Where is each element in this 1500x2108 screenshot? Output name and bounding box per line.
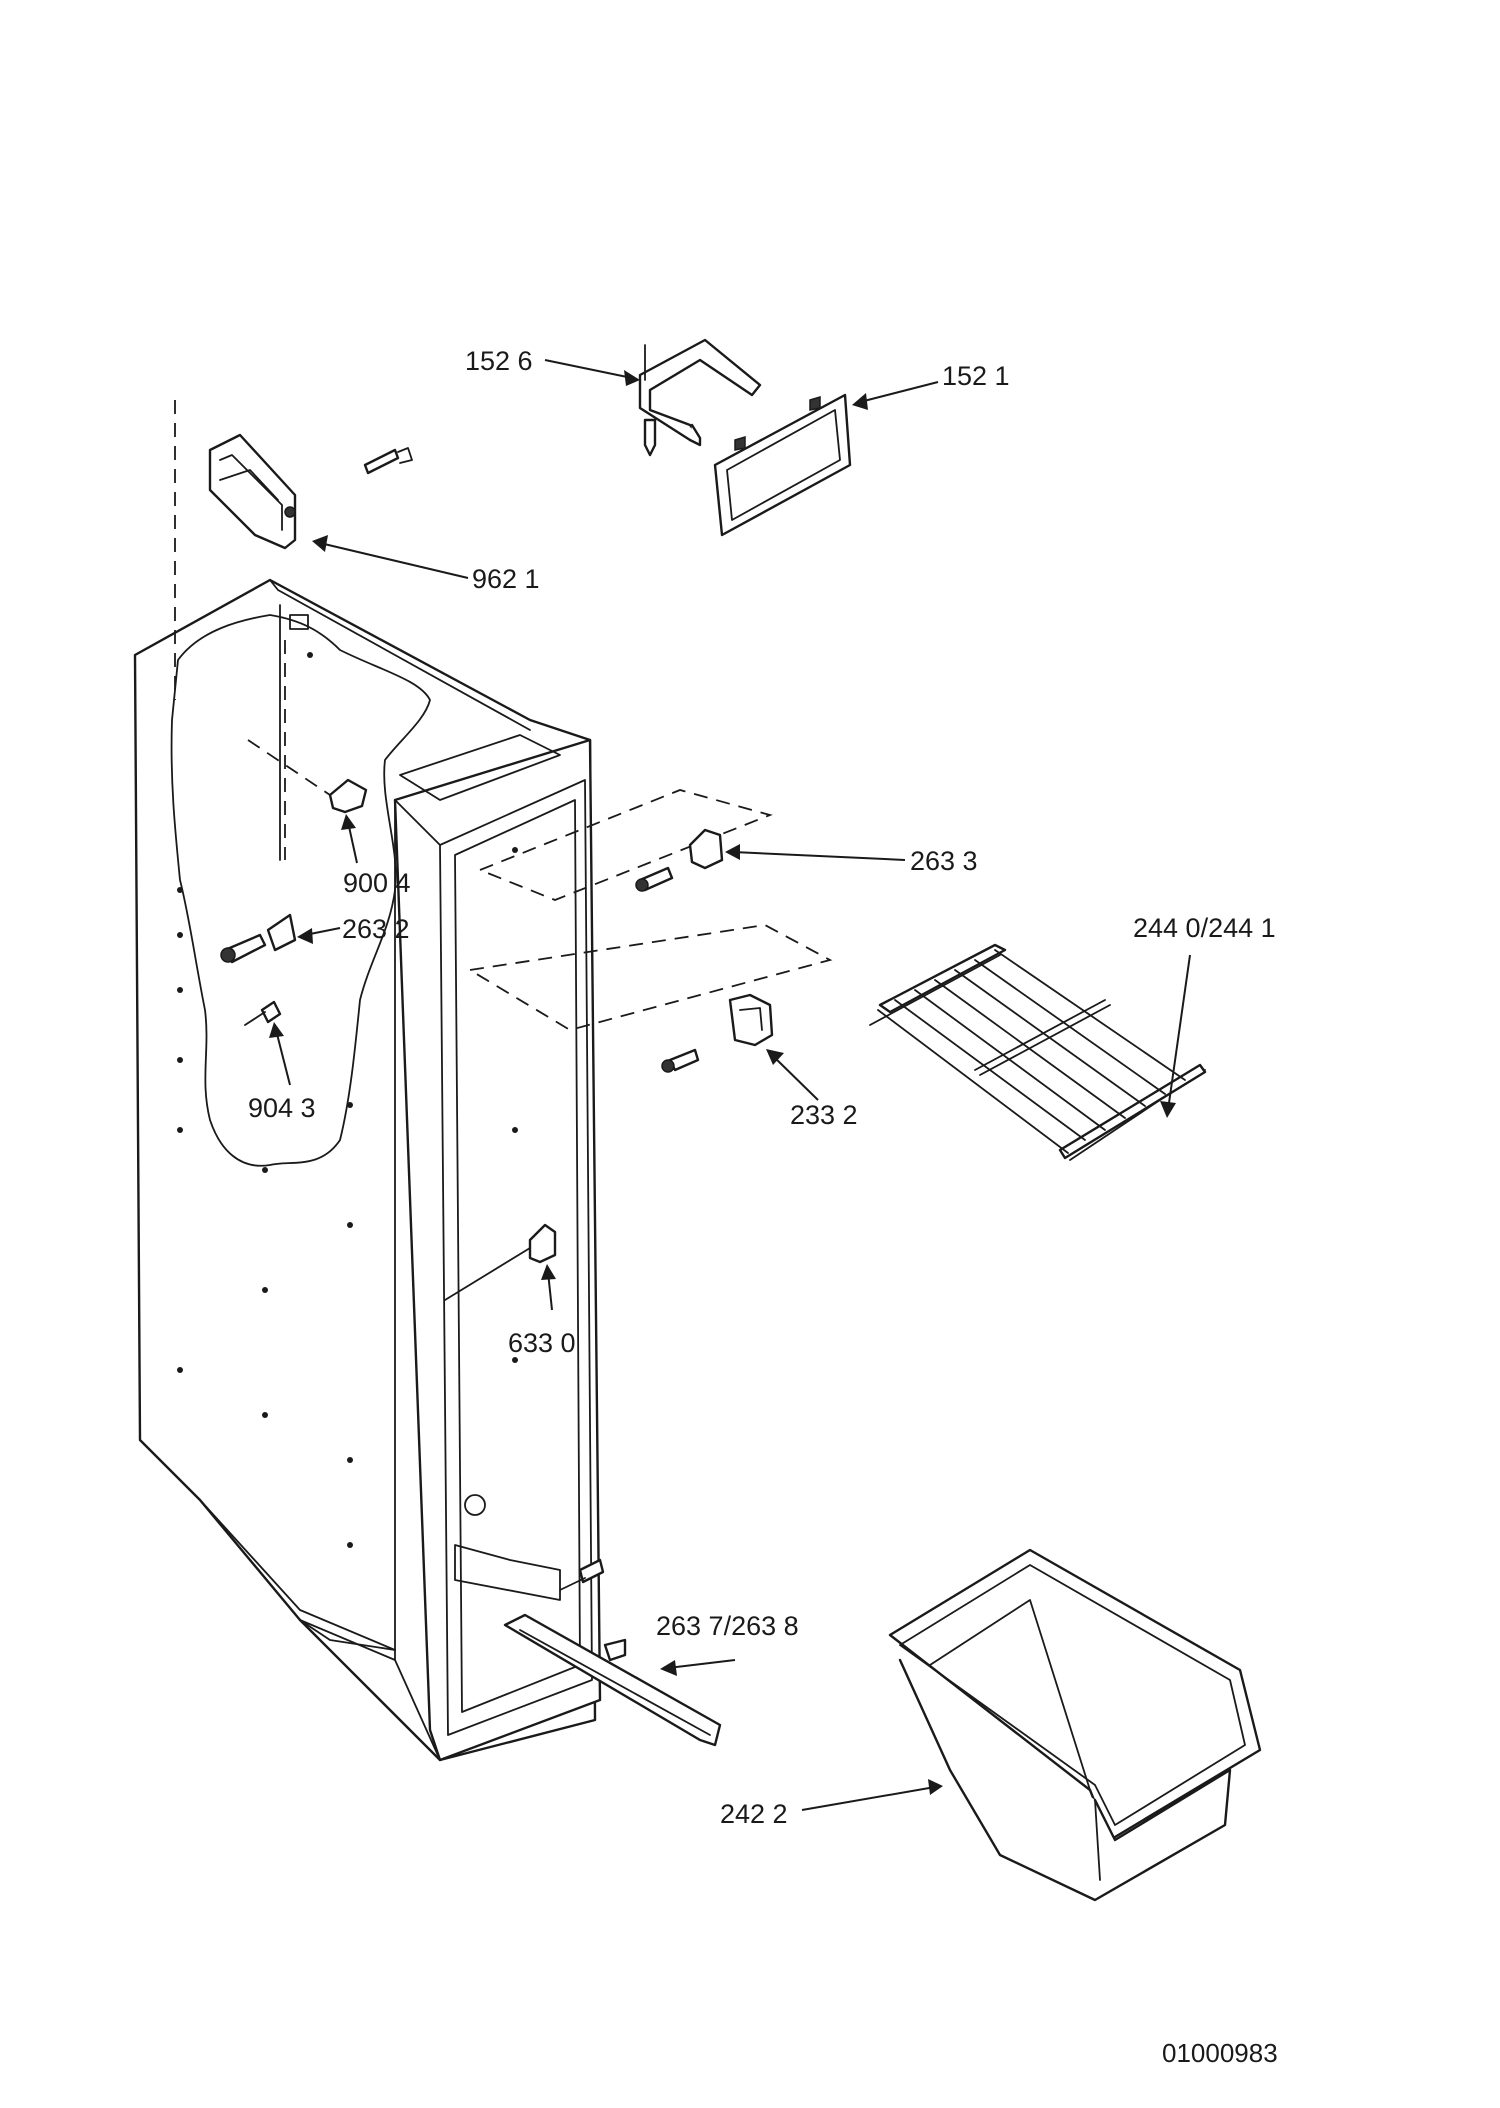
part-263-3-support [477, 789, 773, 901]
part-233-2-support [467, 924, 833, 1073]
document-number: 01000983 [1162, 2038, 1278, 2068]
label-962-1: 962 1 [472, 564, 540, 594]
part-244-shelf [869, 943, 1207, 1161]
label-633-0: 633 0 [508, 1328, 576, 1358]
label-263-2: 263 2 [342, 914, 410, 944]
part-242-2-bin [888, 1548, 1262, 1902]
label-242-2: 242 2 [720, 1799, 788, 1829]
label-904-3: 904 3 [248, 1093, 316, 1123]
label-233-2: 233 2 [790, 1100, 858, 1130]
label-152-1: 152 1 [942, 361, 1010, 391]
part-152-6-bracket [638, 338, 762, 457]
label-244-0-244-1: 244 0/244 1 [1133, 913, 1276, 943]
part-152-1-panel [713, 393, 852, 537]
leader-lines [269, 359, 1191, 1811]
freezer-liner [133, 400, 602, 1762]
label-900-4: 900 4 [343, 868, 411, 898]
callout-labels: 152 6 152 1 962 1 900 4 263 2 904 3 263 … [248, 346, 1278, 2068]
label-263-7-263-8: 263 7/263 8 [656, 1611, 799, 1641]
label-152-6: 152 6 [465, 346, 533, 376]
part-263-2-support [220, 913, 297, 964]
part-962-1-bracket [208, 433, 413, 550]
part-263-7-rail [503, 1558, 722, 1747]
label-263-3: 263 3 [910, 846, 978, 876]
part-900-4-clip [247, 739, 368, 814]
part-633-0-switch [444, 1223, 557, 1301]
part-904-3-screw [244, 1000, 282, 1026]
